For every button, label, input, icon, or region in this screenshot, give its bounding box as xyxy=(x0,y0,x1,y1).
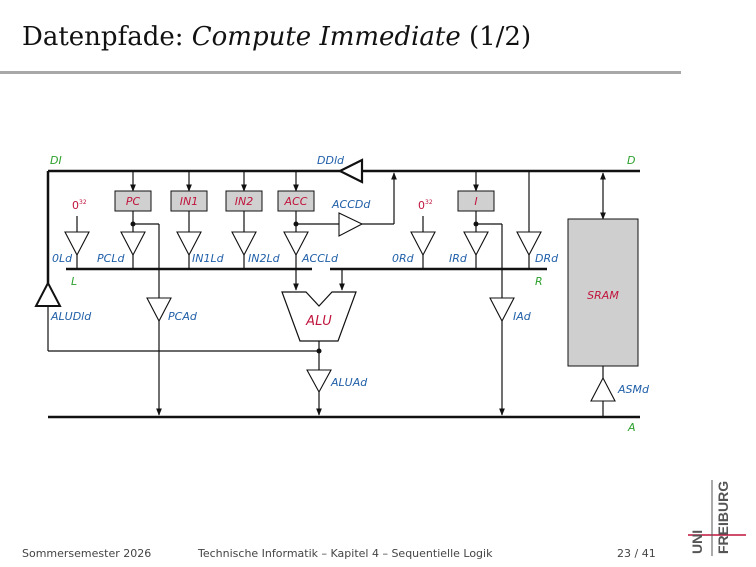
university-logo: UNI FREIBURG xyxy=(688,480,746,556)
driver-accld xyxy=(283,231,309,257)
label-accld: ACCLd xyxy=(301,252,339,265)
title-main: Datenpfade: xyxy=(22,22,192,52)
alu-label: ALU xyxy=(305,314,332,329)
label-in2ld: IN2Ld xyxy=(248,252,281,265)
label-drd: DRd xyxy=(535,252,559,265)
svg-text:UNI: UNI xyxy=(689,530,705,554)
driver-ddld xyxy=(337,158,364,184)
label-ird: IRd xyxy=(449,252,468,265)
sram-block xyxy=(567,218,639,367)
driver-0rd xyxy=(410,231,436,257)
const-zero-left: 032 xyxy=(72,199,87,212)
label-iad: IAd xyxy=(513,310,532,323)
const-zero-right: 032 xyxy=(418,199,433,212)
label-pcld: PCLd xyxy=(97,252,125,265)
footer-course: Technische Informatik – Kapitel 4 – Sequ… xyxy=(198,547,493,560)
label-0ld: 0Ld xyxy=(52,252,73,265)
driver-iad xyxy=(489,297,515,323)
sram-label: SRAM xyxy=(587,289,619,302)
label-l: L xyxy=(71,275,77,288)
register-label-in1: IN1 xyxy=(180,195,198,208)
register-in2 xyxy=(225,190,263,212)
footer-semester: Sommersemester 2026 xyxy=(22,547,152,560)
driver-accdd xyxy=(338,212,364,237)
register-label-pc: PC xyxy=(126,195,141,208)
driver-asmd xyxy=(590,376,616,402)
register-label-acc: ACC xyxy=(284,195,308,208)
svg-text:FREIBURG: FREIBURG xyxy=(715,481,731,554)
footer-page-number: 23 / 41 xyxy=(617,547,656,560)
driver-0ld xyxy=(64,231,90,257)
label-aluad: ALUAd xyxy=(330,376,368,389)
label-r: R xyxy=(535,275,543,288)
slide-title: Datenpfade: Compute Immediate (1/2) xyxy=(22,22,531,52)
label-di: DI xyxy=(50,154,62,167)
register-label-in2: IN2 xyxy=(235,195,253,208)
label-0rd: 0Rd xyxy=(392,252,415,265)
driver-drd xyxy=(516,231,542,257)
label-a: A xyxy=(627,421,636,434)
label-pcad: PCAd xyxy=(168,310,198,323)
label-d: D xyxy=(627,154,635,167)
label-accdd: ACCDd xyxy=(331,198,371,211)
register-pc xyxy=(114,190,152,212)
driver-aluad xyxy=(306,369,332,394)
driver-aludld xyxy=(34,280,62,307)
label-ddld: DDld xyxy=(317,154,345,167)
label-asmd: ASMd xyxy=(617,383,650,396)
title-italic: Compute Immediate xyxy=(191,22,461,52)
register-label-i: I xyxy=(474,195,477,208)
register-acc xyxy=(277,190,315,212)
driver-in2ld xyxy=(231,231,257,257)
driver-pcad xyxy=(146,297,172,323)
title-suffix: (1/2) xyxy=(460,22,532,52)
driver-in1ld xyxy=(176,231,202,257)
driver-pcld xyxy=(120,231,146,257)
title-rule xyxy=(0,71,681,74)
register-i xyxy=(457,190,495,212)
label-aludld: ALUDld xyxy=(50,310,92,323)
driver-ird xyxy=(463,231,489,257)
register-in1 xyxy=(170,190,208,212)
label-in1ld: IN1Ld xyxy=(192,252,225,265)
alu-shape xyxy=(281,291,357,342)
